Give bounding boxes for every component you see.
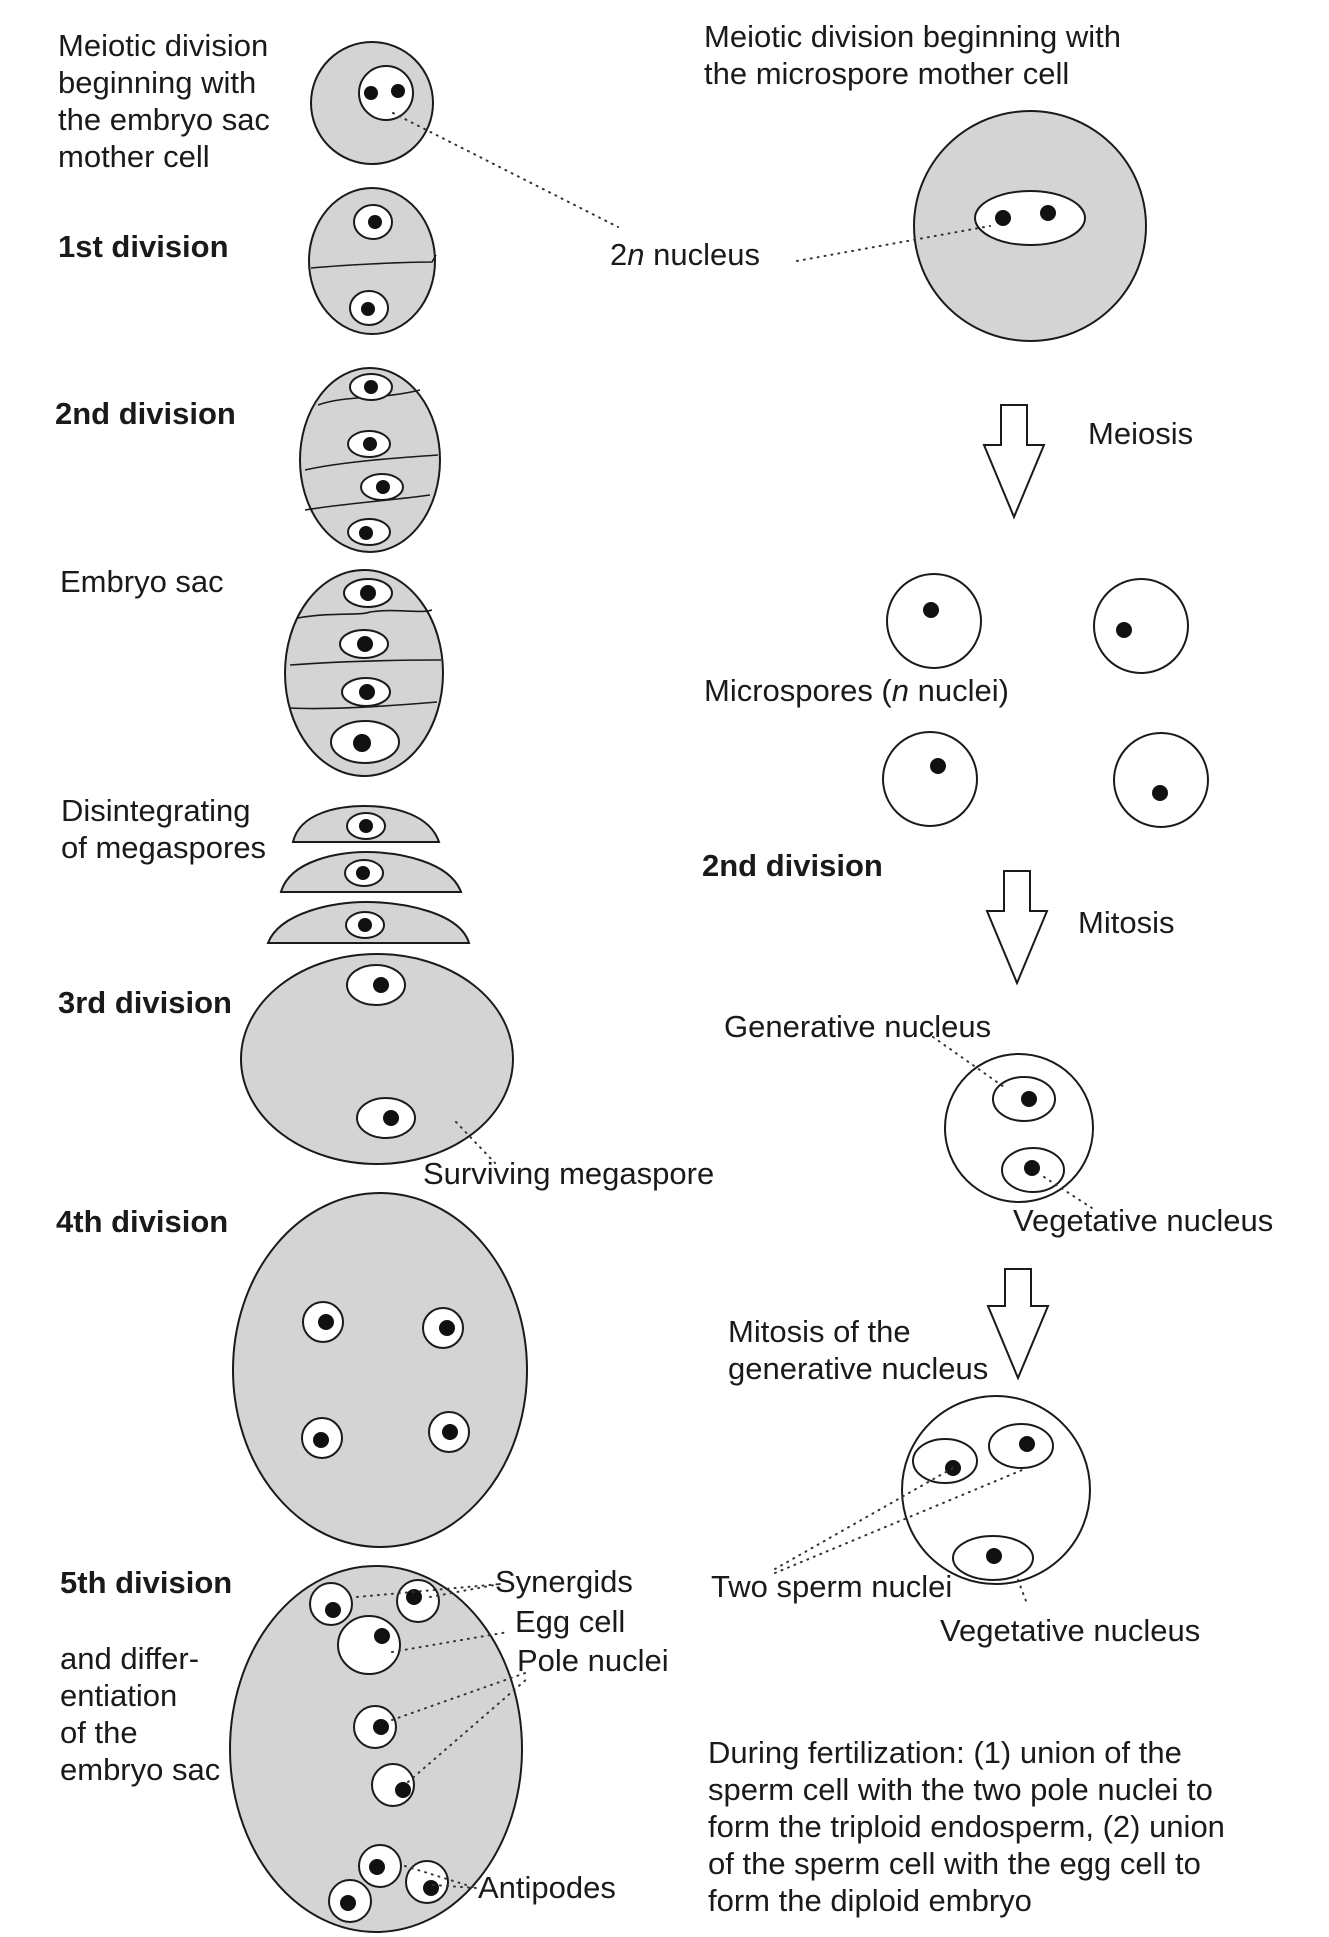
fourth-division-label: 4th division bbox=[56, 1204, 229, 1239]
microspores-label-pre: Microspores ( bbox=[704, 673, 892, 708]
microspores-label: Microspores (n nuclei) bbox=[704, 672, 1009, 709]
pole-nuclei-label: Pole nuclei bbox=[517, 1643, 669, 1678]
vegetative-nucleus-label-1: Vegetative nucleus bbox=[1013, 1203, 1274, 1238]
generative-mitosis-arrow bbox=[986, 1268, 1050, 1381]
2n-nucleus-word: nucleus bbox=[644, 237, 760, 272]
third-division-label: 3rd division bbox=[58, 985, 232, 1020]
surviving-megaspore-label: Surviving megaspore bbox=[423, 1156, 715, 1191]
two-sperm-nuclei-label: Two sperm nuclei bbox=[711, 1569, 953, 1604]
embryo-sac-tetrad bbox=[284, 569, 444, 777]
microspores-label-post: nuclei) bbox=[909, 673, 1009, 708]
2n-nucleus-number: 2 bbox=[610, 237, 628, 272]
mature-embryo-sac bbox=[229, 1565, 523, 1933]
right-second-division-label: 2nd division bbox=[702, 848, 883, 883]
pollen-grain-trinucleate bbox=[901, 1395, 1091, 1585]
embryo-sac-mother-cell bbox=[310, 41, 434, 165]
vegetative-nucleus-label-2: Vegetative nucleus bbox=[940, 1613, 1201, 1648]
egg-cell-label: Egg cell bbox=[515, 1604, 626, 1639]
fertilization-note: During fertilization: (1) union of the s… bbox=[708, 1735, 1225, 1918]
microspore-mother-cell-label: Meiotic division beginning with the micr… bbox=[704, 19, 1122, 91]
fourth-division-cell bbox=[232, 1192, 528, 1548]
2n-nucleus-label: 2n nucleus bbox=[610, 236, 760, 273]
third-division-cell bbox=[240, 953, 514, 1165]
first-division-cell bbox=[308, 187, 437, 335]
leader-lines bbox=[356, 112, 1096, 1889]
synergids-label: Synergids bbox=[495, 1564, 633, 1599]
left-second-division-label: 2nd division bbox=[55, 396, 236, 431]
mitosis-arrow bbox=[985, 870, 1049, 986]
embryo-sac-label: Embryo sac bbox=[60, 564, 224, 599]
first-division-label: 1st division bbox=[58, 229, 229, 264]
differentiation-label: and differ- entiation of the embryo sac bbox=[60, 1641, 221, 1787]
disintegrating-megaspores-label: Disintegrating of megaspores bbox=[61, 793, 267, 865]
embryo-sac-mother-cell-label: Meiotic division beginning with the embr… bbox=[58, 28, 270, 174]
microspores-label-n: n bbox=[891, 673, 910, 708]
pollen-grain-binucleate bbox=[944, 1053, 1094, 1203]
fifth-division-label: 5th division bbox=[60, 1565, 233, 1600]
microspores bbox=[882, 573, 1209, 828]
second-division-cell bbox=[299, 367, 441, 553]
mitosis-generative-label: Mitosis of the generative nucleus bbox=[728, 1314, 989, 1386]
microspore-mother-cell bbox=[913, 110, 1147, 342]
mitosis-label: Mitosis bbox=[1078, 905, 1175, 940]
generative-nucleus-label: Generative nucleus bbox=[724, 1009, 992, 1044]
2n-nucleus-n: n bbox=[627, 237, 645, 272]
antipodes-label: Antipodes bbox=[478, 1870, 616, 1905]
disintegrating-megaspores bbox=[266, 804, 471, 944]
meiosis-label: Meiosis bbox=[1088, 416, 1194, 451]
meiosis-arrow bbox=[982, 404, 1046, 520]
